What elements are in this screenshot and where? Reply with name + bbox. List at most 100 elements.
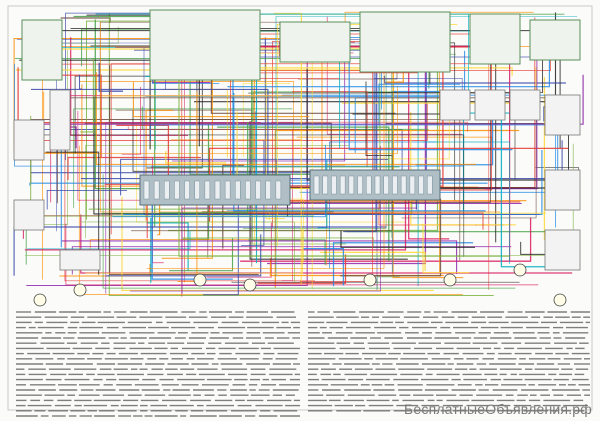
fuse (392, 175, 398, 195)
wire (319, 251, 426, 271)
wire (240, 217, 532, 262)
fuse (275, 180, 282, 200)
wire (190, 17, 536, 188)
fuse (153, 180, 160, 200)
wire (42, 85, 398, 155)
fuse (427, 175, 433, 195)
wire (365, 81, 392, 156)
fuse (409, 175, 416, 195)
lamp (553, 293, 567, 307)
wire (84, 145, 349, 239)
wire (383, 75, 566, 84)
wire (159, 122, 249, 214)
lamp (33, 293, 47, 307)
fuse (339, 175, 346, 195)
lamp (193, 273, 207, 287)
wire (79, 81, 294, 172)
wire (340, 230, 475, 248)
wire (14, 63, 464, 167)
wire (74, 75, 254, 154)
wire (252, 15, 347, 245)
wire (233, 93, 486, 212)
wire (329, 141, 437, 269)
relay (474, 89, 506, 121)
wire (146, 37, 385, 269)
relay (544, 229, 581, 271)
relay (49, 89, 71, 151)
wire (112, 144, 326, 218)
fuse (400, 175, 407, 195)
wire (94, 19, 161, 190)
wire (25, 74, 584, 125)
wire (80, 58, 94, 133)
wire (422, 223, 470, 274)
fuse (204, 180, 211, 200)
watermark-text: БесплатныеОбъявления.рф (404, 401, 592, 417)
connector-block (149, 9, 261, 81)
wire (329, 112, 450, 160)
wire (116, 124, 170, 181)
fuse (255, 180, 261, 200)
wire (227, 58, 550, 88)
wire (303, 248, 345, 286)
wire (243, 50, 387, 229)
wire (146, 222, 189, 271)
wire (121, 86, 141, 155)
wire (274, 129, 519, 288)
fuse (348, 175, 355, 195)
wire (80, 214, 573, 274)
fuse (383, 175, 389, 195)
fuse (357, 175, 363, 195)
wire (500, 111, 555, 268)
wire (73, 108, 293, 208)
lamp (73, 283, 87, 297)
wire (271, 121, 468, 132)
wire (378, 83, 461, 126)
fuse (374, 175, 381, 195)
wire (347, 49, 419, 287)
relay (13, 119, 45, 161)
wire (78, 74, 82, 90)
wire (197, 212, 484, 230)
wire (376, 276, 400, 288)
wire (169, 238, 234, 272)
fuse (331, 175, 337, 195)
relay (439, 89, 471, 121)
wire (165, 151, 227, 164)
wire (231, 281, 520, 283)
wire (106, 234, 262, 277)
fuse (322, 175, 328, 195)
relay (544, 94, 581, 136)
wire (242, 83, 291, 158)
wire (145, 75, 258, 264)
wire (146, 55, 203, 169)
wire (65, 12, 150, 161)
relay (13, 199, 45, 231)
wire (422, 141, 510, 264)
connector-block (279, 21, 351, 63)
connector-block (21, 19, 63, 81)
wire (105, 122, 294, 294)
fuse (174, 180, 180, 200)
wire (45, 151, 100, 275)
wire (64, 112, 315, 282)
wire (332, 242, 474, 287)
wire (230, 25, 491, 203)
wire (67, 156, 201, 180)
lamp (443, 273, 457, 287)
fuse (245, 180, 251, 200)
wire (408, 39, 450, 240)
components (13, 9, 581, 307)
wire (306, 69, 549, 181)
wire (296, 136, 493, 141)
fuse (143, 180, 150, 200)
wire (95, 72, 476, 165)
wire (401, 111, 537, 219)
wire (100, 21, 500, 213)
wire (520, 241, 547, 255)
fuse (214, 180, 221, 200)
fuse (235, 180, 241, 200)
wire (343, 65, 377, 233)
connector-block (469, 13, 521, 65)
